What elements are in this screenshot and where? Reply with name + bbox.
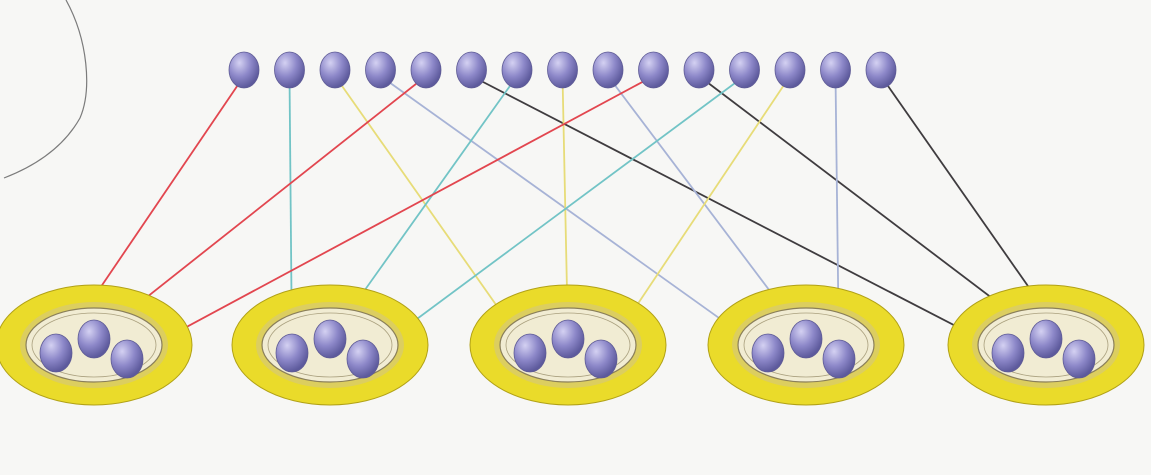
top-bead xyxy=(411,52,441,88)
bead-group xyxy=(948,285,1144,405)
top-bead-row xyxy=(229,52,896,88)
bead-group xyxy=(708,285,904,405)
top-bead xyxy=(775,52,805,88)
group-bead xyxy=(1063,340,1095,378)
top-bead xyxy=(821,52,851,88)
group-bead xyxy=(552,320,584,358)
bead-groups xyxy=(0,285,1144,405)
group-bead xyxy=(347,340,379,378)
top-bead xyxy=(502,52,532,88)
group-bead xyxy=(111,340,143,378)
group-bead xyxy=(514,334,546,372)
group-bead xyxy=(823,340,855,378)
margin-curve xyxy=(4,0,87,178)
top-bead xyxy=(730,52,760,88)
group-bead xyxy=(78,320,110,358)
top-bead xyxy=(366,52,396,88)
top-bead xyxy=(457,52,487,88)
group-bead xyxy=(314,320,346,358)
bead-group xyxy=(0,285,192,405)
top-bead xyxy=(639,52,669,88)
group-bead xyxy=(276,334,308,372)
top-bead xyxy=(229,52,259,88)
bead-group xyxy=(470,285,666,405)
group-bead xyxy=(752,334,784,372)
group-bead xyxy=(992,334,1024,372)
group-bead xyxy=(790,320,822,358)
top-bead xyxy=(593,52,623,88)
bead-group xyxy=(232,285,428,405)
group-bead xyxy=(585,340,617,378)
group-bead xyxy=(1030,320,1062,358)
group-bead xyxy=(40,334,72,372)
top-bead xyxy=(866,52,896,88)
top-bead xyxy=(684,52,714,88)
top-bead xyxy=(320,52,350,88)
top-bead xyxy=(548,52,578,88)
top-bead xyxy=(275,52,305,88)
